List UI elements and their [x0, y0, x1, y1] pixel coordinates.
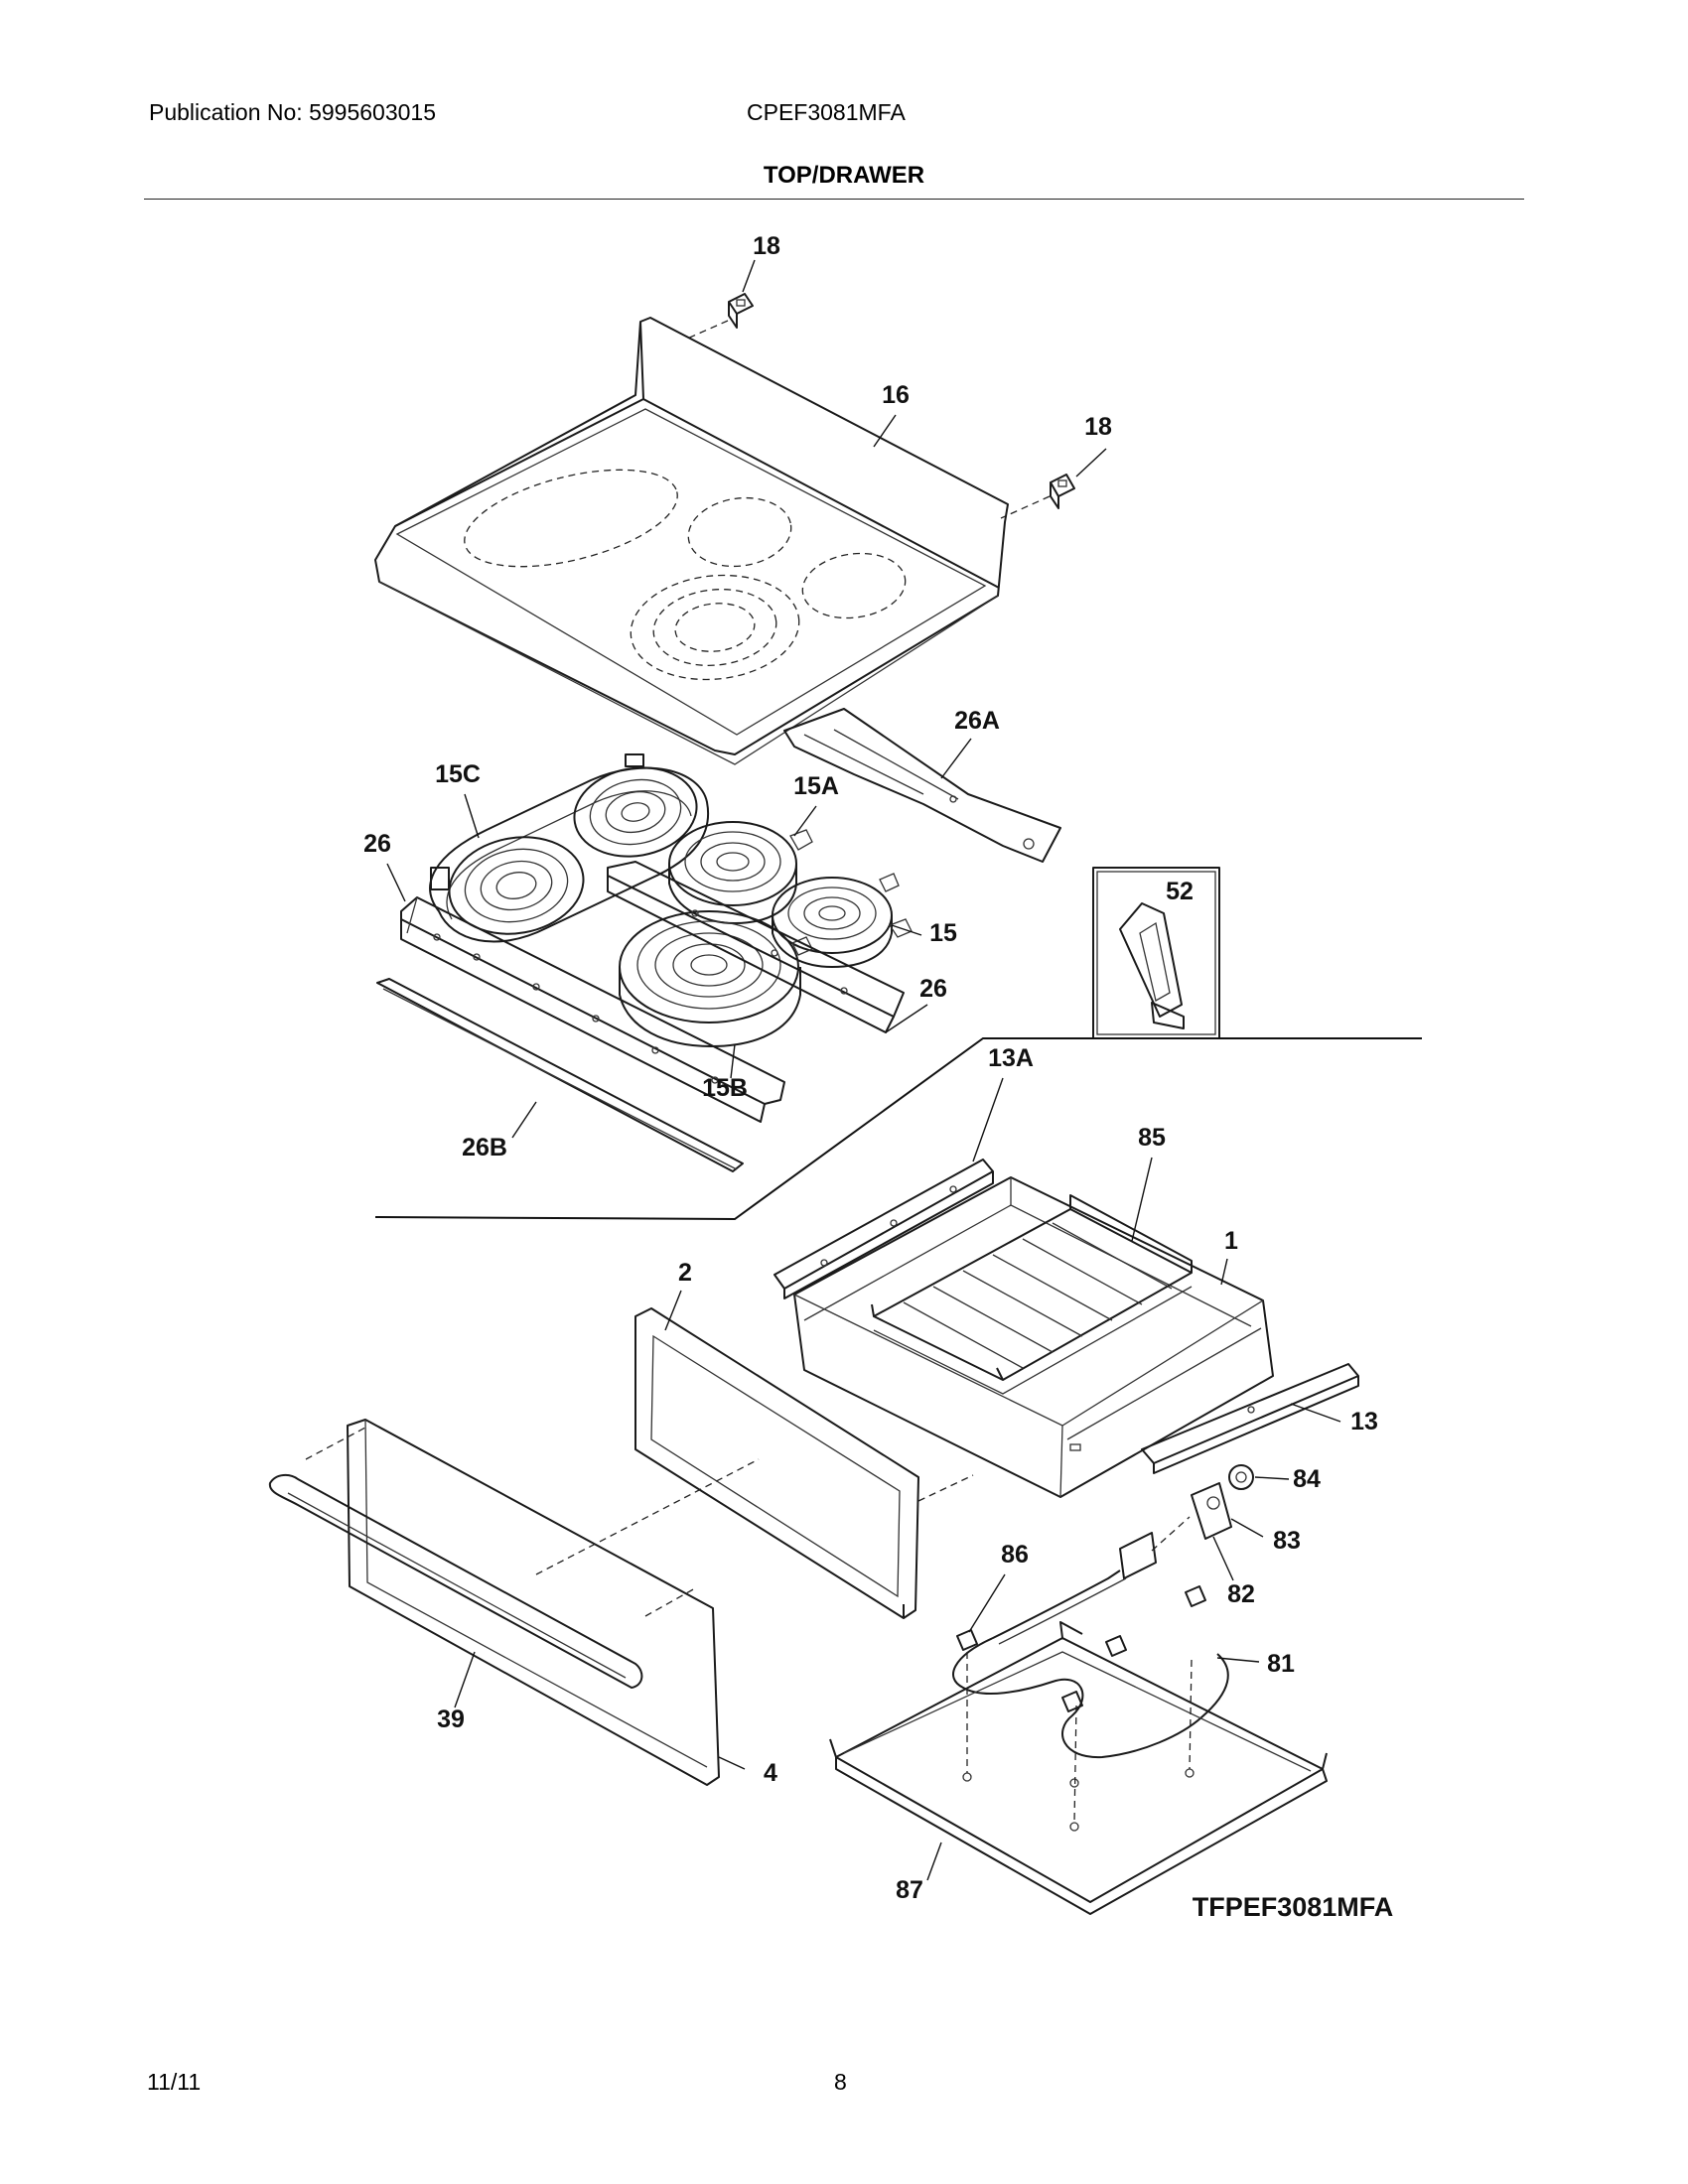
callout-26-right: 26	[919, 975, 947, 1003]
header-rule	[144, 199, 1524, 200]
page-number: 8	[834, 2069, 847, 2095]
callout-39: 39	[437, 1706, 465, 1733]
leader-lines	[386, 259, 1341, 1881]
inset-frame	[1092, 867, 1220, 1039]
callout-83: 83	[1273, 1527, 1301, 1555]
handle-39	[268, 1473, 643, 1689]
callout-82: 82	[1227, 1580, 1255, 1608]
part-84	[1228, 1464, 1254, 1490]
element-15C	[429, 753, 710, 943]
clip-86-c	[1185, 1585, 1206, 1607]
drawer-body-1	[793, 1176, 1274, 1498]
callout-15: 15	[929, 919, 957, 947]
callout-15B: 15B	[702, 1074, 748, 1102]
callout-15C: 15C	[435, 760, 481, 788]
clip-86-a	[956, 1629, 978, 1651]
callout-4: 4	[764, 1759, 777, 1787]
model-number: CPEF3081MFA	[747, 99, 906, 125]
slide-13	[1141, 1363, 1359, 1474]
drawer-front-4	[347, 1419, 720, 1786]
callout-26B: 26B	[462, 1134, 507, 1161]
callout-16: 16	[882, 381, 910, 409]
callout-87: 87	[896, 1876, 923, 1904]
section-divider	[374, 1037, 1422, 1221]
part-83	[1191, 1482, 1232, 1540]
callout-52: 52	[1166, 878, 1194, 905]
element-15A	[668, 821, 813, 924]
callout-18-right: 18	[1084, 413, 1112, 441]
callout-18-top: 18	[753, 232, 780, 260]
bracket-18-left	[728, 293, 754, 329]
callout-85: 85	[1138, 1124, 1166, 1152]
rail-26-right	[607, 861, 905, 1033]
section-title: TOP/DRAWER	[763, 162, 925, 189]
callout-26-left: 26	[363, 830, 391, 858]
callout-13: 13	[1350, 1408, 1378, 1435]
element-15B	[619, 910, 813, 1047]
element-15	[772, 873, 913, 968]
rail-26-left	[400, 896, 785, 1123]
bracket-26A	[783, 708, 1061, 863]
cooktop-16	[374, 317, 1009, 765]
callout-2: 2	[678, 1259, 692, 1287]
callout-86: 86	[1001, 1541, 1029, 1569]
part-82	[1119, 1532, 1157, 1579]
bottom-pan-87	[829, 1621, 1328, 1915]
clip-86-b	[1105, 1635, 1127, 1657]
trim-26B	[376, 978, 744, 1172]
publication-number: Publication No: 5995603015	[149, 99, 437, 125]
rack-85	[871, 1194, 1193, 1395]
slide-13A	[774, 1159, 994, 1299]
bake-element-81	[952, 1570, 1229, 1759]
callout-1: 1	[1224, 1227, 1238, 1255]
diagram-reference-code: TFPEF3081MFA	[1193, 1892, 1394, 1922]
callout-81: 81	[1267, 1650, 1295, 1678]
callout-15A: 15A	[793, 772, 839, 800]
clip-86-d	[1061, 1691, 1083, 1712]
callout-labels: 18 16 18 26A 15C 15A 26 52 15 26 15B 26B…	[363, 232, 1393, 1922]
bracket-18-right	[1050, 474, 1075, 509]
callout-26A: 26A	[954, 707, 1000, 735]
callout-84: 84	[1293, 1465, 1321, 1493]
drawer-panel-2	[634, 1307, 919, 1619]
inset-box-52	[1092, 867, 1220, 1039]
callout-13A: 13A	[988, 1044, 1034, 1072]
footer-date: 11/11	[147, 2069, 202, 2095]
